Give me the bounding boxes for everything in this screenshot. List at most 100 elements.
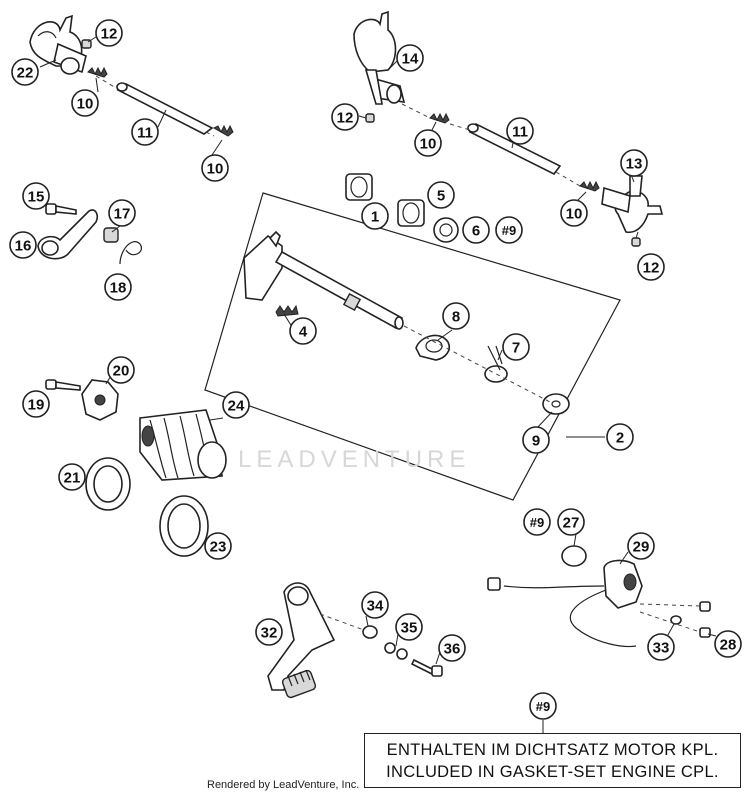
- callout-6[interactable]: 6: [462, 216, 490, 244]
- callout-9-c[interactable]: #9: [523, 508, 551, 536]
- shift-drum-24[interactable]: [139, 409, 227, 481]
- callout-12-b[interactable]: 12: [331, 103, 359, 131]
- callout-27[interactable]: 27: [557, 508, 585, 536]
- svg-text:1: 1: [371, 209, 379, 226]
- callout-19[interactable]: 19: [22, 390, 50, 418]
- svg-text:9: 9: [532, 433, 540, 450]
- callout-18[interactable]: 18: [104, 273, 132, 301]
- callout-1[interactable]: 1: [361, 202, 389, 230]
- bearing-23[interactable]: [159, 495, 209, 557]
- shift-fork-22[interactable]: [29, 14, 87, 75]
- callout-9-b[interactable]: 9: [522, 426, 550, 454]
- svg-text:8: 8: [452, 309, 460, 326]
- callout-20[interactable]: 20: [107, 356, 135, 384]
- svg-text:10: 10: [207, 161, 224, 178]
- svg-text:10: 10: [566, 206, 583, 223]
- callout-12-c[interactable]: 12: [637, 253, 665, 281]
- washer-35[interactable]: [384, 642, 408, 660]
- washer-34[interactable]: [362, 625, 378, 639]
- svg-text:34: 34: [367, 598, 384, 615]
- callout-10-a[interactable]: 10: [71, 89, 99, 117]
- washer-9[interactable]: [542, 393, 570, 415]
- callout-22[interactable]: 22: [11, 58, 39, 86]
- gear-position-sensor-29[interactable]: [487, 559, 643, 648]
- shift-star-20[interactable]: [81, 379, 119, 421]
- washer-33[interactable]: [670, 615, 682, 625]
- callout-10-d[interactable]: 10: [560, 199, 588, 227]
- svg-text:19: 19: [28, 397, 45, 414]
- shift-lever-32[interactable]: [267, 582, 336, 699]
- shift-fork-13[interactable]: [601, 175, 664, 234]
- callout-28[interactable]: 28: [714, 630, 742, 658]
- svg-text:12: 12: [643, 260, 660, 277]
- shift-rail-11-a[interactable]: [116, 82, 214, 135]
- svg-text:27: 27: [563, 515, 580, 532]
- shift-fork-14[interactable]: [353, 10, 406, 105]
- spring-10-c[interactable]: [429, 112, 450, 124]
- callout-17[interactable]: 17: [108, 199, 136, 227]
- spring-10-b[interactable]: [212, 124, 234, 137]
- callout-5[interactable]: 5: [427, 181, 455, 209]
- screw-19[interactable]: [45, 379, 81, 391]
- bushing-17[interactable]: [103, 227, 119, 243]
- callout-9-d[interactable]: #9: [529, 692, 557, 720]
- callout-36[interactable]: 36: [438, 634, 466, 662]
- callout-11-b[interactable]: 11: [506, 117, 534, 145]
- callout-34[interactable]: 34: [361, 591, 389, 619]
- shift-rail-11-b[interactable]: [467, 122, 562, 176]
- callout-9-a[interactable]: #9: [495, 216, 523, 244]
- svg-text:13: 13: [626, 156, 643, 173]
- pin-12-c[interactable]: [631, 237, 641, 247]
- svg-text:#9: #9: [502, 223, 516, 238]
- shift-lever-16[interactable]: [37, 209, 99, 260]
- callout-16[interactable]: 16: [9, 231, 37, 259]
- screw-36[interactable]: [410, 658, 443, 677]
- spring-8[interactable]: [415, 334, 451, 361]
- svg-text:7: 7: [512, 340, 520, 357]
- shift-shaft-2[interactable]: [243, 230, 404, 330]
- callout-11-a[interactable]: 11: [131, 118, 159, 146]
- screw-28[interactable]: [699, 601, 711, 638]
- callout-24[interactable]: 24: [222, 391, 250, 419]
- callout-10-c[interactable]: 10: [414, 129, 442, 157]
- callout-4[interactable]: 4: [289, 317, 317, 345]
- spring-7[interactable]: [484, 345, 508, 383]
- callout-12-a[interactable]: 12: [95, 19, 123, 47]
- callout-15[interactable]: 15: [22, 182, 50, 210]
- svg-text:35: 35: [401, 620, 418, 637]
- torsion-spring-18[interactable]: [119, 241, 142, 265]
- pin-12-b[interactable]: [365, 113, 375, 123]
- svg-text:32: 32: [261, 625, 278, 642]
- callout-35[interactable]: 35: [395, 613, 423, 641]
- callout-32[interactable]: 32: [255, 618, 283, 646]
- bearing-21[interactable]: [85, 457, 131, 511]
- callout-21[interactable]: 21: [58, 463, 86, 491]
- svg-text:5: 5: [437, 188, 445, 205]
- callout-33[interactable]: 33: [647, 633, 675, 661]
- svg-text:21: 21: [64, 470, 81, 487]
- callout-14[interactable]: 14: [396, 44, 424, 72]
- screw-15[interactable]: [45, 203, 77, 215]
- spring-10-a[interactable]: [87, 66, 108, 78]
- note-line-english: INCLUDED IN GASKET-SET ENGINE CPL.: [386, 762, 719, 781]
- svg-text:24: 24: [228, 398, 245, 415]
- spring-10-d[interactable]: [579, 180, 600, 192]
- svg-text:15: 15: [28, 189, 45, 206]
- callout-2[interactable]: 2: [606, 423, 634, 451]
- callout-23[interactable]: 23: [204, 532, 232, 560]
- callout-10-b[interactable]: 10: [201, 154, 229, 182]
- svg-text:#9: #9: [536, 699, 550, 714]
- svg-text:23: 23: [210, 539, 227, 556]
- callout-7[interactable]: 7: [502, 333, 530, 361]
- needle-bearing-1[interactable]: [345, 173, 373, 201]
- shaft-seal-6[interactable]: [433, 217, 459, 243]
- callout-13[interactable]: 13: [620, 149, 648, 177]
- svg-text:36: 36: [444, 641, 461, 658]
- svg-text:2: 2: [616, 430, 624, 447]
- callout-8[interactable]: 8: [442, 302, 470, 330]
- callout-29[interactable]: 29: [627, 532, 655, 560]
- svg-text:14: 14: [402, 51, 419, 68]
- spring-4[interactable]: [275, 304, 299, 317]
- needle-bearing-5[interactable]: [397, 199, 425, 227]
- o-ring-27[interactable]: [561, 545, 587, 567]
